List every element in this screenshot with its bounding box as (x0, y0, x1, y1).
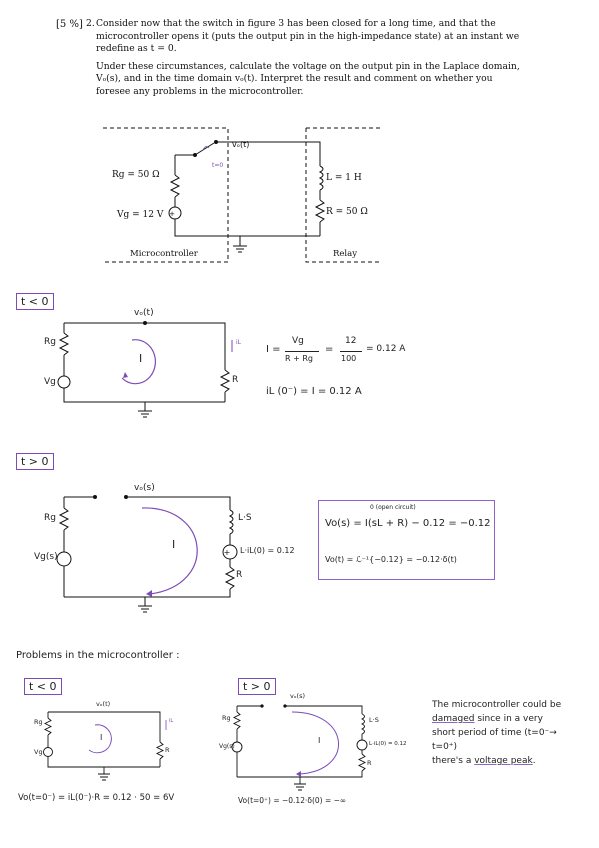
figure-r-label: R = 50 Ω (326, 207, 368, 217)
problems-left-r: R (165, 746, 170, 754)
section1-vg: Vg (44, 377, 56, 387)
section2-current: I (172, 538, 176, 551)
switch-time-label: t=0 (212, 162, 223, 169)
section1-vo: vₒ(t) (134, 308, 154, 318)
section2-r: R (236, 570, 243, 580)
section2-rg: Rg (44, 513, 56, 523)
question-marks: [5 %] (56, 19, 83, 30)
problems-title: Problems in the microcontroller : (16, 650, 180, 661)
section1-eq-result: = 0.12 A (366, 344, 406, 354)
section2-ls: L·S (238, 513, 252, 523)
section1-eq2: iL (0⁻) = I = 0.12 A (266, 386, 362, 397)
section1-eq-num2: 12 (345, 336, 357, 346)
section1-current: I (139, 352, 143, 365)
figure-relay-label: Relay (333, 249, 357, 259)
problems-right-circuit (231, 704, 368, 791)
section1-eq-lhs: I = (266, 344, 281, 355)
figure-micro-label: Microcontroller (130, 249, 199, 259)
box-eq2: Vo(t) = ℒ⁻¹{−0.12} = −0.12·δ(t) (325, 555, 457, 564)
problems-left-vo: vₒ(t) (96, 700, 111, 708)
fraction-bar-1 (285, 351, 319, 352)
section1-eq-eq: = (325, 344, 334, 355)
figure-vo-label: vₒ(t) (232, 140, 249, 149)
problems-right-ls: L·S (369, 716, 379, 724)
question-paragraph-2: Under these circumstances, calculate the… (96, 60, 520, 97)
section1-tag: t < 0 (16, 293, 54, 310)
section2-vo: vₒ(s) (134, 483, 155, 493)
section1-circuit (57, 321, 231, 418)
figure-vg-label: Vg = 12 V (116, 210, 164, 220)
section1-il: iL (236, 339, 242, 346)
section1-eq-num: Vg (292, 336, 304, 346)
problems-comment: The microcontroller could be damaged sin… (432, 700, 562, 766)
problems-left-eq: Vo(t=0⁻) = iL(0⁻)·R = 0.12 · 50 = 6V (18, 793, 175, 803)
figure-rg-label: Rg = 50 Ω (112, 170, 160, 180)
section2-circuit (56, 495, 238, 613)
box-note: 0 (open circuit) (370, 504, 416, 511)
problems-left-tag: t < 0 (24, 678, 62, 695)
svg-text:+: + (224, 548, 231, 557)
section1-rg: Rg (44, 337, 56, 347)
section1-eq-den: R + Rg (285, 354, 313, 363)
problems-left-i: I (100, 733, 103, 742)
box-eq1: Vo(s) = I(sL + R) − 0.12 = −0.12 (325, 518, 491, 529)
figure-l-label: L = 1 H (326, 173, 362, 183)
problems-right-vo: vₒ(s) (290, 692, 305, 700)
problems-left-circuit (43, 711, 165, 781)
problems-right-vgs: Vg(s) (219, 743, 235, 750)
question-number: 2. (86, 18, 95, 29)
problems-left-rg: Rg (34, 718, 43, 726)
question-paragraph-1: 2.Consider now that the switch in figure… (86, 18, 520, 54)
problems-right-eq: Vo(t=0⁺) = −0.12·δ(0) = −∞ (238, 796, 347, 805)
micro-box (103, 127, 229, 263)
problems-right-r: R (367, 759, 372, 767)
result-box (318, 500, 495, 580)
svg-text:+: + (169, 210, 175, 218)
question-text: 2.Consider now that the switch in figure… (86, 18, 526, 103)
section2-src: L·iL(0) = 0.12 (240, 546, 295, 555)
problems-left-il: iL (169, 718, 174, 724)
section2-tag: t > 0 (16, 453, 54, 470)
problems-left-vg: Vg (34, 748, 43, 756)
problems-right-i: I (318, 736, 321, 745)
section2-vg: Vg(s) (34, 552, 58, 562)
section1-r: R (232, 375, 239, 385)
problems-right-src: L·iL(0) = 0.12 (369, 741, 407, 747)
problems-right-tag: t > 0 (238, 678, 276, 695)
section1-eq-den2: 100 (341, 354, 357, 363)
problems-right-rg: Rg (222, 714, 231, 722)
